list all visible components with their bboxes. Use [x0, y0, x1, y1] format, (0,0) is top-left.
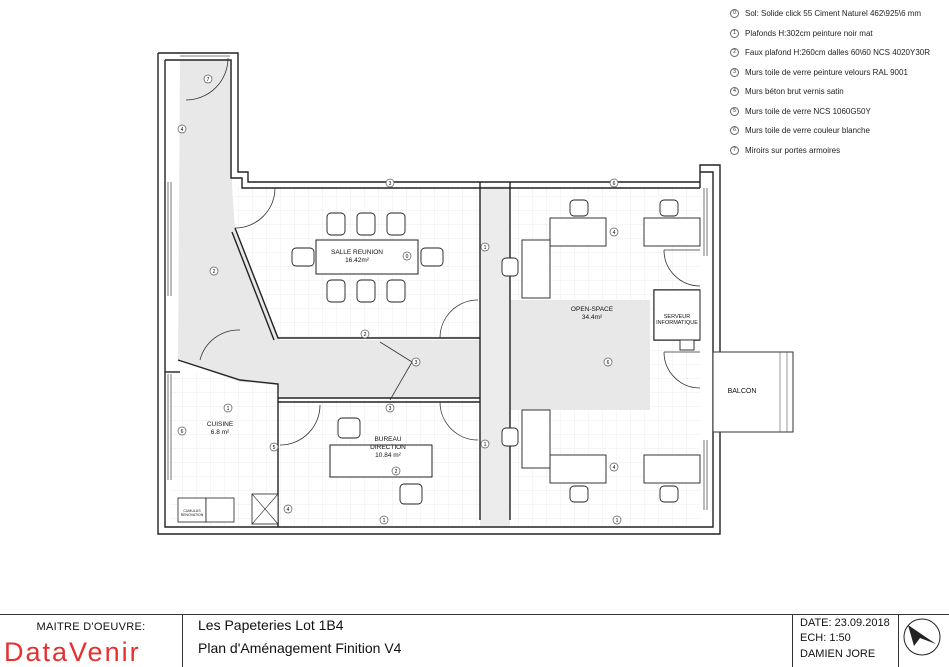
- marker-number: 7: [207, 77, 210, 83]
- scale: ECH: 1:50: [800, 632, 851, 644]
- meeting-table: [315, 239, 419, 275]
- marker-number: 3: [389, 406, 392, 412]
- legend: 0 Sol: Solide click 55 Ciment Naturel 462…: [728, 4, 946, 160]
- marker-number: 5: [273, 445, 276, 451]
- legend-number: 3: [730, 67, 739, 77]
- legend-text: Sol: Solide click 55 Ciment Naturel 462\…: [745, 9, 922, 18]
- server-room: [653, 289, 701, 341]
- marker-number: 4: [613, 465, 616, 471]
- bureau-label-2: DIRECTION: [370, 444, 406, 451]
- marker-number: 0: [406, 254, 409, 260]
- legend-number: 1: [730, 28, 739, 38]
- cumulus-unit: [177, 497, 207, 523]
- legend-item: 3 Murs toile de verre peinture velours RA…: [728, 63, 946, 83]
- legend-text: Murs toile de verre peinture velours RAL…: [745, 67, 908, 77]
- kitchen-sink: [205, 497, 235, 523]
- marker-number: 2: [395, 469, 398, 475]
- server-label-2: INFORMATIQUE: [656, 320, 698, 326]
- cumulus-label-1: CUMULUS: [183, 509, 201, 513]
- cumulus-label-2: RENOVATION: [181, 513, 204, 517]
- marker-number: 3: [415, 360, 418, 366]
- marker-number: 4: [287, 507, 290, 513]
- legend-item: 5 Murs toile de verre NCS 1060G50Y: [728, 102, 946, 122]
- room-markers: [177, 74, 622, 525]
- annotation-arrows: [379, 341, 413, 401]
- marker-number: 4: [181, 127, 184, 133]
- marker-number: 6: [181, 429, 184, 435]
- director-desk: [329, 444, 433, 478]
- legend-text: Faux plafond H:260cm dalles 60\60 NCS 40…: [745, 48, 930, 57]
- meeting-chairs: [291, 212, 444, 303]
- legend-number: 5: [730, 106, 739, 116]
- marker-number: 2: [364, 332, 367, 338]
- salle-reunion-area: 16.42m²: [345, 257, 370, 264]
- marker-number: 3: [389, 181, 392, 187]
- legend-item: 6 Murs toile de verre couleur blanche: [728, 121, 946, 141]
- cuisine-label: CUISINE: [207, 421, 234, 428]
- windows: [167, 55, 708, 510]
- bureau-label-1: BUREAU: [374, 436, 401, 443]
- title-block: MAITRE D'OEUVRE: DataVenir Les Papeterie…: [0, 614, 949, 667]
- plan-title: Plan d'Aménagement Finition V4: [198, 640, 402, 656]
- server-label-1: SERVEUR: [664, 314, 691, 320]
- meta-cell: DATE: 23.09.2018 ECH: 1:50 DAMIEN JORE: [792, 615, 899, 667]
- legend-number: 7: [730, 145, 739, 155]
- openspace-label: OPEN-SPACE: [571, 306, 614, 313]
- salle-reunion-label: SALLE REUNION: [331, 249, 383, 256]
- cuisine-area: 6.8 m²: [211, 429, 230, 436]
- marker-number: 1: [616, 518, 619, 524]
- project-name: Les Papeteries Lot 1B4: [198, 617, 344, 633]
- balcony: [712, 351, 794, 433]
- legend-item: 0 Sol: Solide click 55 Ciment Naturel 462…: [728, 4, 946, 24]
- marker-number: 6: [613, 181, 616, 187]
- interior-walls: [165, 182, 700, 527]
- marker-number: 1: [383, 518, 386, 524]
- legend-item: 7 Miroirs sur portes armoires: [728, 141, 946, 161]
- marker-number: 2: [213, 269, 216, 275]
- legend-number: 0: [730, 9, 739, 19]
- legend-text: Plafonds H:302cm peinture noir mat: [745, 28, 873, 38]
- outer-walls: [157, 52, 721, 535]
- legend-text: Murs toile de verre couleur blanche: [745, 126, 870, 135]
- legend-text: Miroirs sur portes armoires: [745, 145, 841, 155]
- legend-item: 2 Faux plafond H:260cm dalles 60\60 NCS 4…: [728, 43, 946, 63]
- legend-number: 4: [730, 87, 739, 97]
- openspace-area: 34.4m²: [582, 314, 603, 321]
- marker-number: 1: [484, 245, 487, 251]
- balcon-label: BALCON: [728, 388, 757, 395]
- marker-number: 1: [227, 406, 230, 412]
- legend-number: 6: [730, 126, 739, 136]
- legend-number: 2: [730, 48, 739, 58]
- date: DATE: 23.09.2018: [800, 617, 890, 629]
- legend-text: Murs toile de verre NCS 1060G50Y: [745, 106, 871, 116]
- marker-number: 4: [613, 230, 616, 236]
- legend-item: 1 Plafonds H:302cm peinture noir mat: [728, 24, 946, 44]
- owner-cell: MAITRE D'OEUVRE: DataVenir: [0, 615, 183, 667]
- legend-item: 4 Murs béton brut vernis satin: [728, 82, 946, 102]
- corridor-area: [178, 60, 650, 410]
- bureau-area: 10.84 m²: [375, 452, 401, 459]
- north-arrow-icon: [903, 618, 941, 656]
- marker-number: 6: [607, 360, 610, 366]
- datavenir-logo: DataVenir: [4, 637, 141, 667]
- door-swings: [185, 57, 701, 446]
- marker-number: 1: [484, 442, 487, 448]
- legend-text: Murs béton brut vernis satin: [745, 87, 844, 96]
- owner-label: MAITRE D'OEUVRE:: [36, 621, 146, 633]
- openspace-desks: [501, 199, 701, 503]
- cabinet-strip: [480, 186, 510, 526]
- project-cell: Les Papeteries Lot 1B4 Plan d'Aménagemen…: [182, 615, 793, 667]
- author: DAMIEN JORE: [800, 648, 876, 660]
